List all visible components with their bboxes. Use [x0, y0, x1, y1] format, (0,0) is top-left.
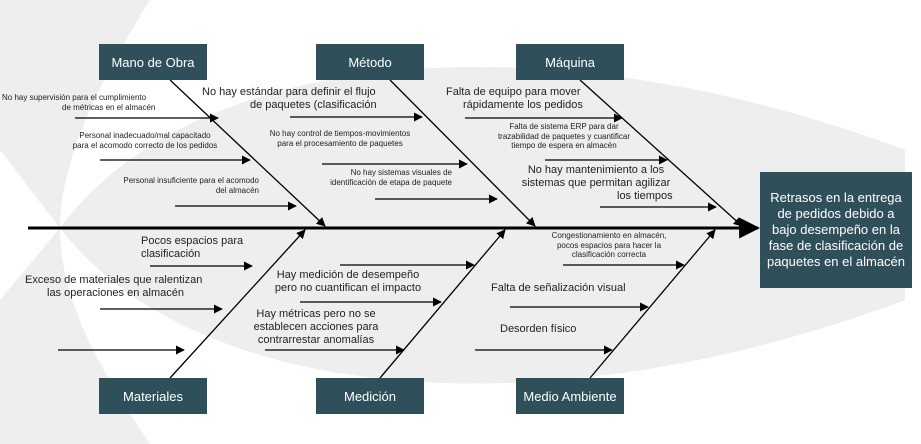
cause-label: Congestionamiento en almacén, pocos espa…	[551, 231, 667, 260]
cause-label: Pocos espacios para clasificación	[141, 235, 244, 261]
category-medicion: Medición	[316, 378, 424, 414]
category-mano-de-obra: Mano de Obra	[99, 44, 207, 80]
cause-label: Desorden físico	[500, 323, 577, 335]
cause-label: No hay control de tiempos-movimientos pa…	[269, 129, 411, 148]
category-materiales: Materiales	[99, 378, 207, 414]
cause-label: Hay métricas pero no se establecen accio…	[253, 308, 379, 347]
bone-metodo	[389, 79, 536, 227]
cause-label: No hay estándar para definir el flujo de…	[202, 86, 377, 112]
cause-label: No hay sistemas visuales de identificaci…	[330, 168, 452, 187]
cause-label: No hay supervisión para el cumplimiento …	[2, 93, 156, 112]
cause-label: Personal inadecuado/mal capacitado para …	[72, 131, 218, 150]
cause-label: Personal insuficiente para el acomodo de…	[123, 176, 259, 195]
fish-body-shape	[60, 66, 905, 384]
category-maquina: Máquina	[516, 44, 624, 80]
cause-label: Falta de equipo para mover rápidamente l…	[446, 86, 583, 112]
cause-label: Falta de señalización visual	[491, 282, 626, 294]
effect-box: Retrasos en la entrega de pedidos debido…	[760, 172, 912, 288]
bone-materiales	[169, 229, 306, 379]
bone-mano-de-obra	[169, 79, 326, 227]
cause-label: Hay medición de desempeño pero no cuanti…	[274, 269, 422, 295]
bone-maquina	[579, 79, 743, 227]
category-medio-ambiente: Medio Ambiente	[516, 378, 624, 414]
cause-label: Falta de sistema ERP para dar trazabilid…	[497, 122, 631, 151]
category-metodo: Método	[316, 44, 424, 80]
cause-label: No hay mantenimiento a los sistemas que …	[521, 164, 673, 203]
cause-label: Exceso de materiales que ralentizan las …	[25, 274, 203, 300]
